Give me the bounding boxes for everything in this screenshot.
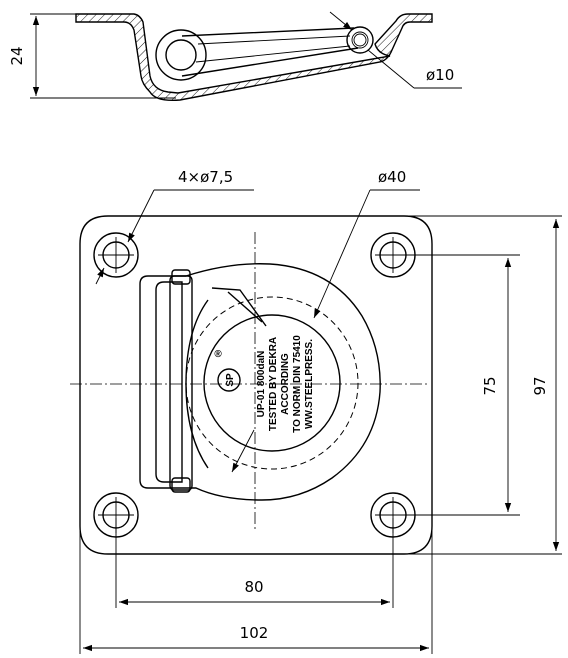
stamp-line-2: TESTED BY DEKRA: [268, 337, 279, 431]
dim-hole-pitch-vertical: 75: [481, 376, 499, 395]
dim-plate-width: 102: [240, 624, 269, 642]
dim-plate-height: 97: [531, 376, 549, 395]
steelpress-logo: SP: [217, 368, 241, 392]
recess-outline: [139, 263, 381, 501]
section-ring-bar: [181, 27, 359, 77]
stamp-line-5: WW.STEELPRESS.: [304, 339, 315, 429]
stamp-text: UP-01 800daN TESTED BY DEKRA ACCORDING T…: [256, 335, 315, 433]
side-section-view: 24 ø10: [8, 11, 462, 102]
dim-height-side: 24: [8, 46, 26, 65]
stamp-line-3: ACCORDING: [280, 353, 291, 415]
hinge-pin: [169, 275, 193, 491]
dim-ring-diameter: ø40: [378, 168, 406, 186]
dim-pin-diameter: ø10: [426, 66, 454, 84]
svg-text:SP: SP: [225, 373, 236, 387]
stamp-line-1: UP-01 800daN: [256, 351, 267, 418]
registered-mark: ®: [214, 349, 222, 360]
section-pin-large: [155, 29, 207, 81]
top-plan-view: UP-01 800daN TESTED BY DEKRA ACCORDING T…: [70, 168, 562, 654]
stamp-line-4: TO NORM DIN 75410: [292, 335, 303, 433]
mounting-hole-top-left: [93, 232, 139, 278]
section-pin-small: [346, 26, 374, 54]
dim-hole-pitch-horizontal: 80: [244, 578, 263, 596]
lifting-ring: [185, 287, 359, 470]
dim-holes: 4×ø7,5: [178, 168, 233, 186]
section-plate: [75, 13, 433, 102]
